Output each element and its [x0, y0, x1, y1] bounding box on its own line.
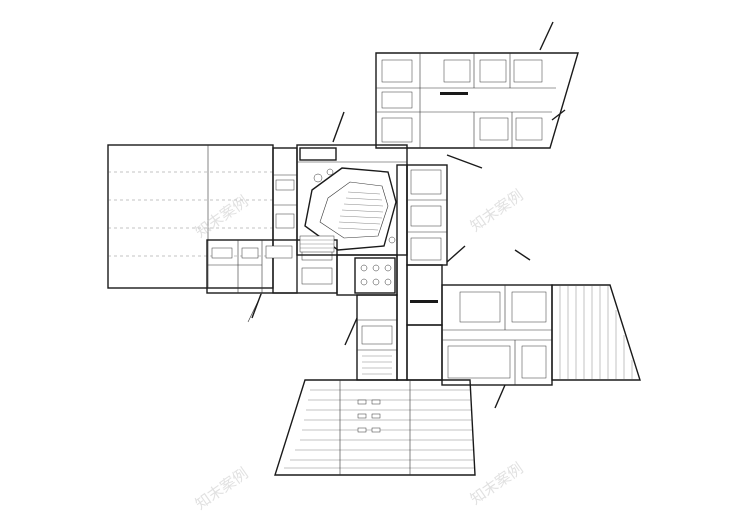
upper-classroom-wing [375, 21, 579, 149]
watermark-text: 知末案例 [192, 192, 251, 241]
watermark-text: 知末案例 [192, 464, 251, 513]
watermark-text: 知末案例 [467, 459, 526, 508]
right-classroom-wing [441, 249, 641, 409]
lower-central-block [336, 254, 398, 381]
central-atrium [296, 111, 408, 256]
outdoor-terrace [274, 379, 476, 476]
sports-hall [107, 144, 274, 289]
watermark-text: 知末案例 [467, 186, 526, 235]
spine-corridor [396, 154, 483, 381]
service-wing [206, 147, 338, 323]
